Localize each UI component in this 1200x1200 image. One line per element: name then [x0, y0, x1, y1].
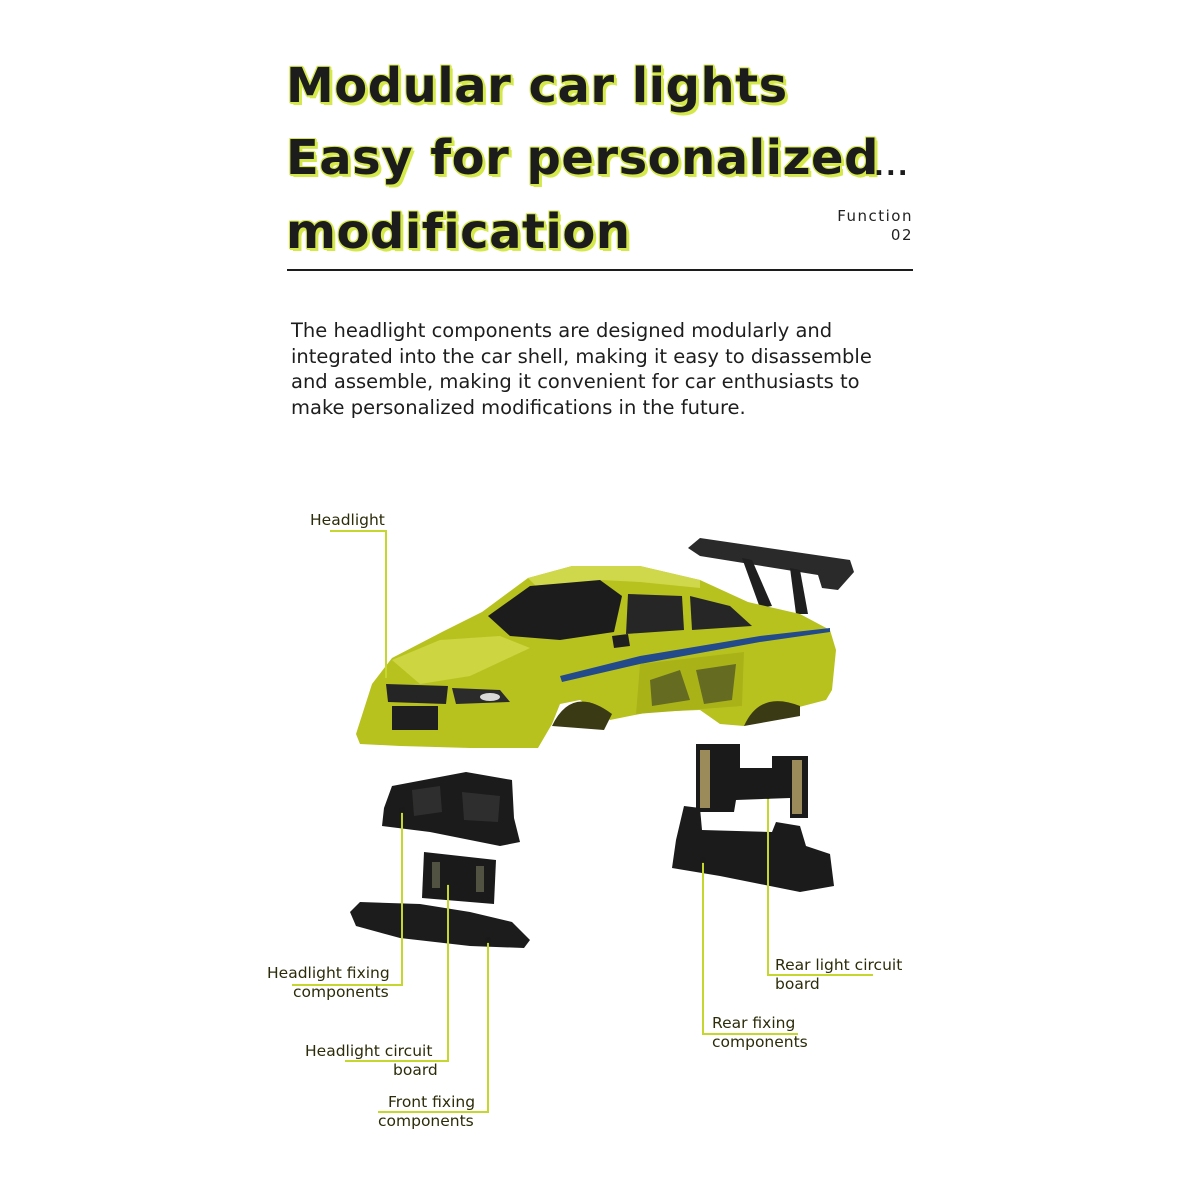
- description-line: The headlight components are designed mo…: [291, 319, 833, 342]
- callout-front-fixing-line2: components: [378, 1112, 474, 1130]
- callout-rear-fixing-line2: components: [712, 1033, 808, 1051]
- description-line: make personalized modifications in the f…: [291, 395, 746, 419]
- headlight-leader: [330, 530, 387, 678]
- rear-spoiler: [688, 538, 854, 590]
- side-window-rear: [690, 596, 752, 630]
- function-label: Function: [837, 207, 913, 225]
- side-stripe: [560, 628, 830, 682]
- headlight-fixing-part: [382, 772, 520, 846]
- callout-front-fixing-line1: Front fixing: [388, 1093, 476, 1111]
- windshield: [488, 580, 622, 640]
- leader-dots: [399, 793, 771, 943]
- front-wheel-arch: [552, 701, 612, 730]
- callout-rear-circuit-line2: board: [775, 975, 820, 993]
- description-paragraph: The headlight components are designed mo…: [291, 318, 931, 420]
- rear-fixing-part: [672, 806, 834, 892]
- callout-headlight-circuit-line2: board: [393, 1061, 438, 1079]
- front-fixing-part: [350, 902, 530, 948]
- headlight-fixing-leader: [292, 808, 403, 986]
- callout-headlight: Headlight: [310, 511, 385, 529]
- front-grille: [386, 684, 448, 704]
- headline-line-2: Easy for personalized: [286, 130, 879, 186]
- rear-circuit-leader: [767, 796, 873, 976]
- headlight-circuit-leader: [345, 880, 449, 1062]
- callout-rear-circuit-line1: Rear light circuit: [775, 956, 903, 974]
- description-line: and assemble, making it convenient for c…: [291, 370, 860, 393]
- callout-rear-fixing-line1: Rear fixing: [712, 1014, 796, 1032]
- callout-headlight-fixing-line1: Headlight fixing: [267, 964, 390, 982]
- rear-light-circuit-part: [696, 744, 808, 818]
- callout-headlight-circuit-line1: Headlight circuit: [305, 1042, 433, 1060]
- rear-fixing-leader: [702, 860, 798, 1035]
- headlight-circuit-part: [422, 852, 496, 904]
- headline-line-3: modification: [286, 204, 631, 260]
- headline-line-1: Modular car lights: [286, 58, 788, 114]
- heading-divider: [287, 269, 913, 271]
- callout-headlight-fixing-line2: components: [293, 983, 389, 1001]
- rear-wheel-arch: [744, 701, 800, 726]
- description-line: integrated into the car shell, making it…: [291, 344, 872, 368]
- headline-ellipsis: ...: [874, 152, 910, 182]
- front-fixing-leader: [378, 940, 489, 1113]
- leader-lines: [292, 530, 873, 1113]
- side-window-front: [626, 594, 684, 634]
- car-shell-image: [356, 538, 854, 748]
- function-number: 02: [890, 226, 913, 244]
